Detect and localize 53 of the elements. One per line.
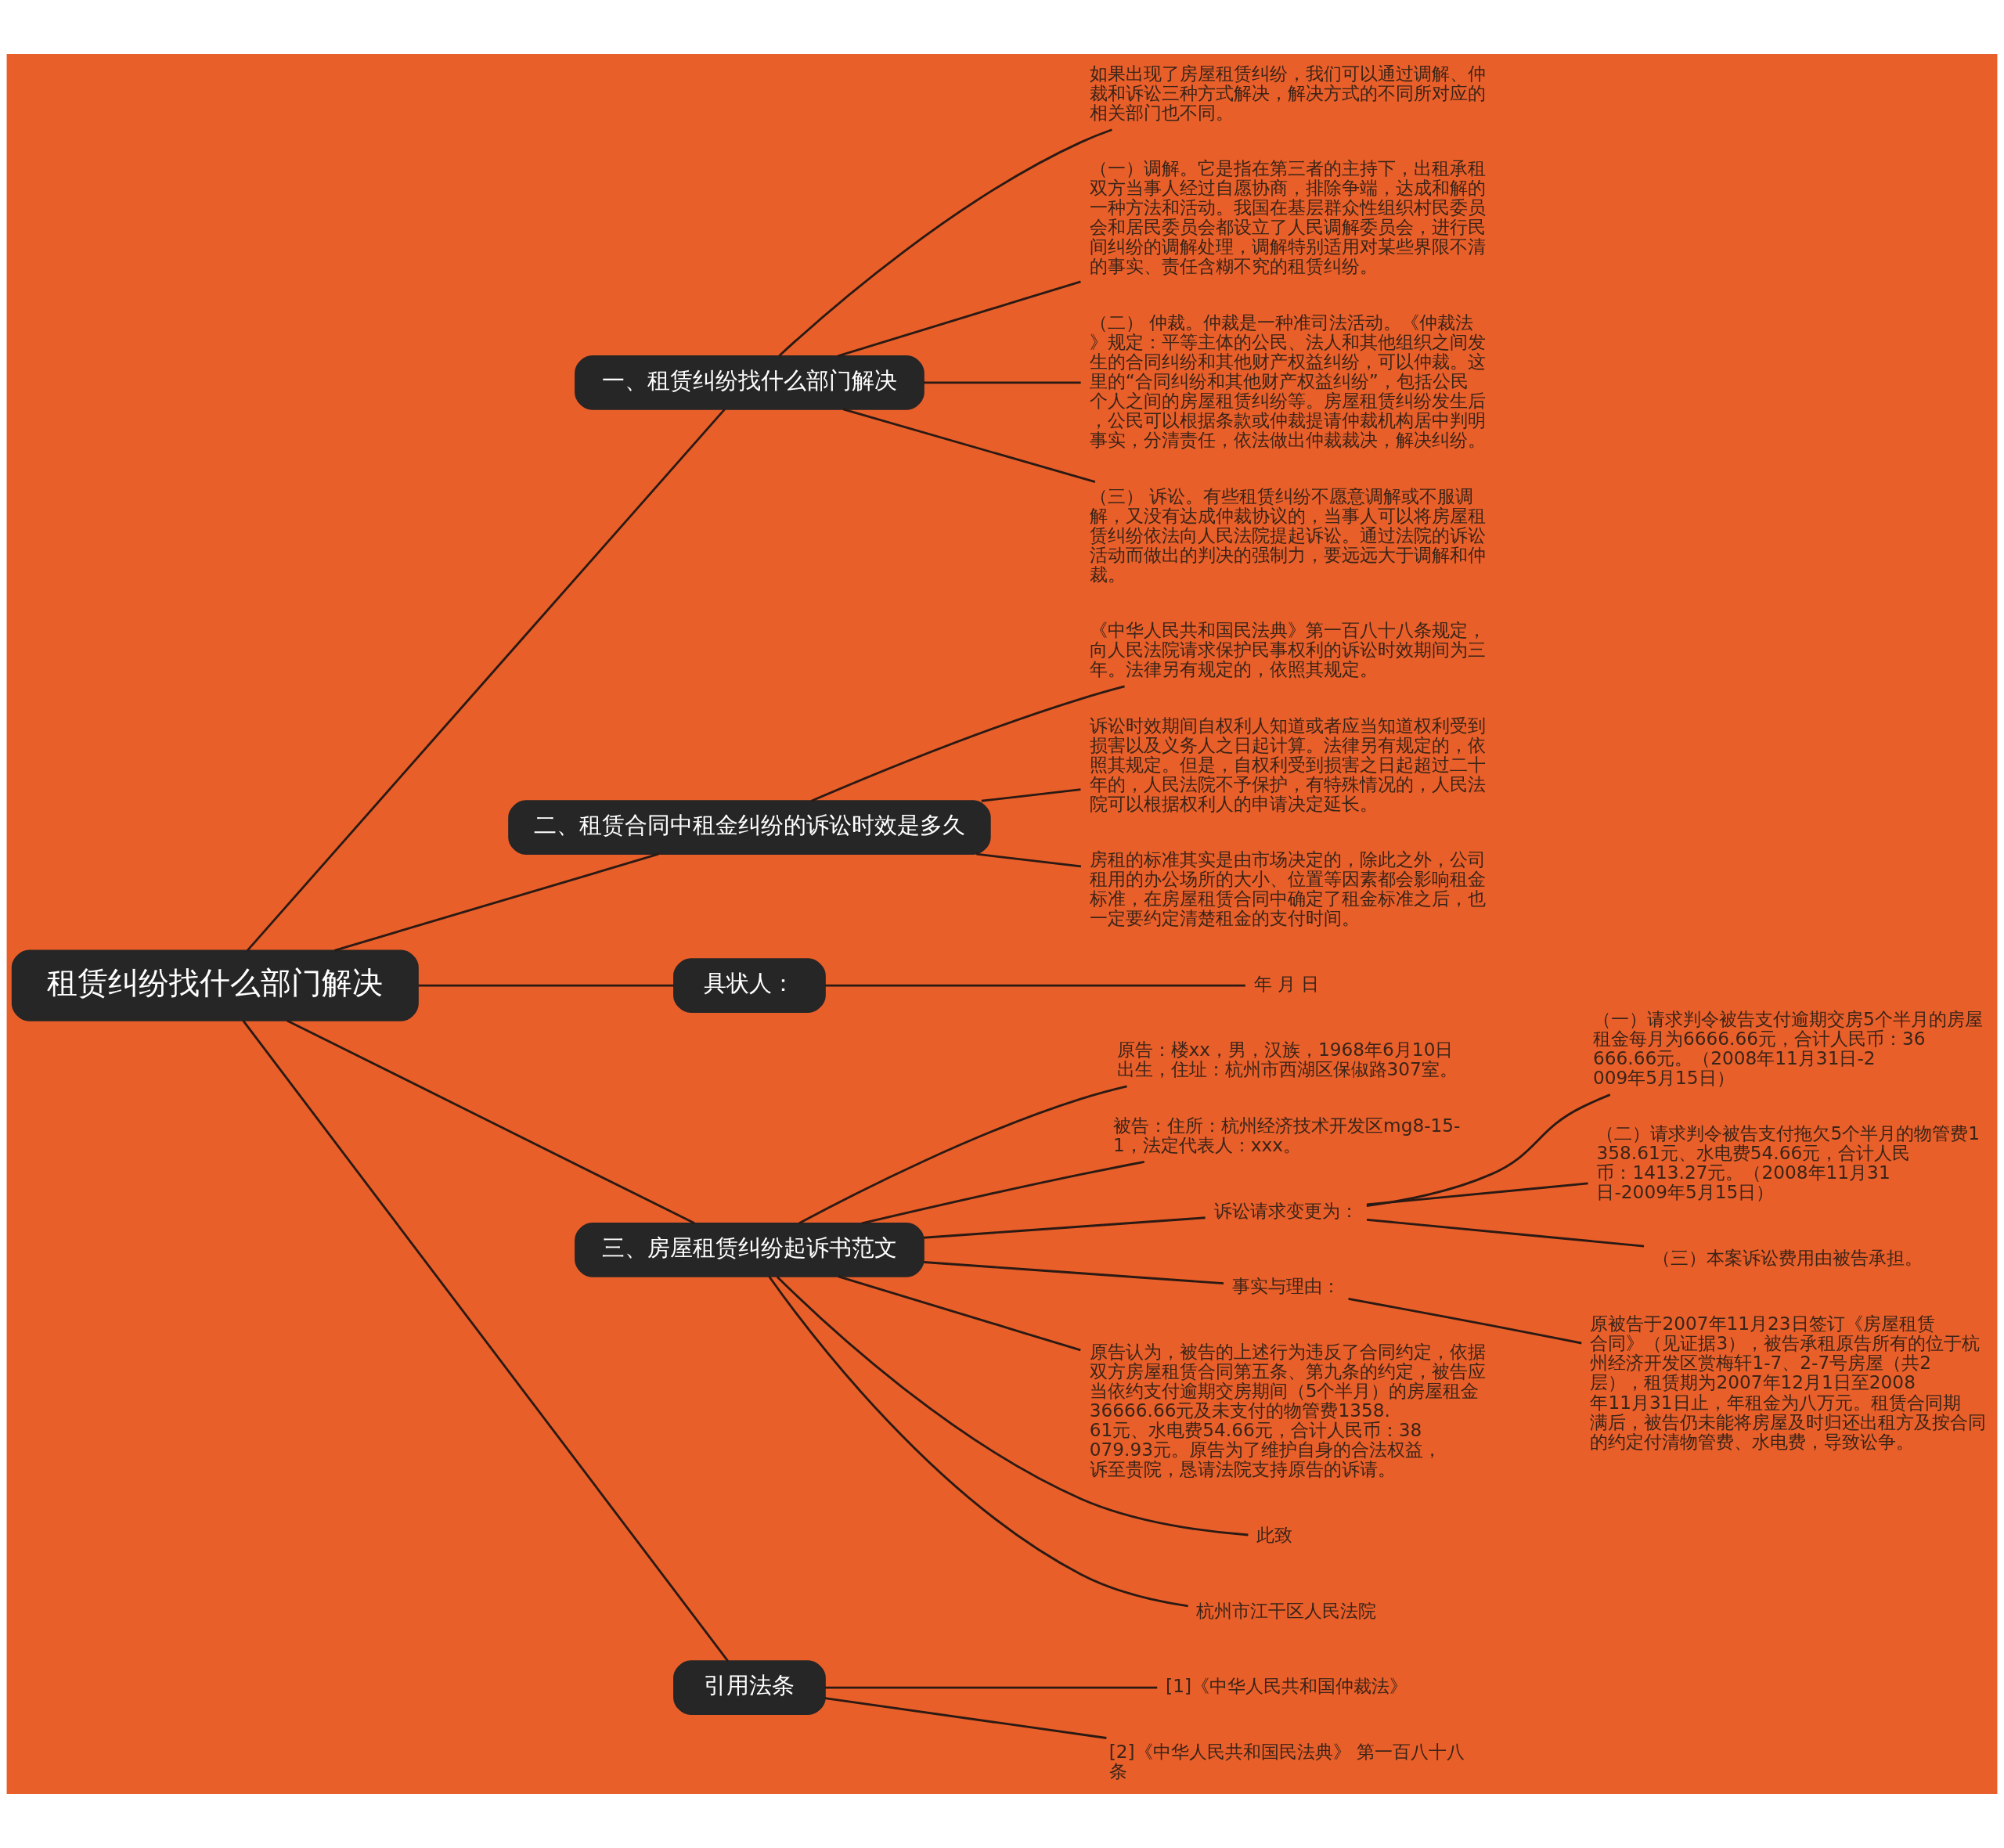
node-text: （一）请求判令被告支付逾期交房5个半月的房屋租金每月为6666.66元，合计人民币：36666.66元。（2008年11月31日-2009年5月15日） [1593,1007,1983,1088]
node-text: 房租的标准其实是由市场决定的，除此之外，公司租用的办公场所的大小、位置等因素都会影响租金标准，在房屋租赁合同中确定了租金标准之后，也一定要约定清楚租金的支付时间。 [1089,848,1486,929]
node-text: 如果出现了房屋租赁纠纷，我们可以通过调解、仲裁和诉讼三种方式解决，解决方式的不同所对应的相关部门也不同。 [1089,62,1486,123]
node-text: 被告：住所：杭州经济技术开发区mg8-15-1，法定代表人：xxx。 [1113,1114,1461,1155]
node-box: 租赁纠纷找什么部门解决 [11,949,419,1021]
node-box: 三、房屋租赁纠纷起诉书范文 [575,1223,925,1277]
node-text: （一）调解。它是指在第三者的主持下，出租承租双方当事人经过自愿协商，排除争端，达成和解的一种方法和活动。我国在基层群众性组织村民委员会和居民委员会都设立了人民调解委员会，进行民间纠纷的调解处理，调解特别适用对某些界限不清的事实、责任含糊不究的租赁纠纷。 [1089,157,1486,277]
node-box: 二、租赁合同中租金纠纷的诉讼时效是多久 [508,800,991,856]
node-text: [2]《中华人民共和国民法典》 第一百八十八条 [1108,1741,1465,1782]
node-text: 此致 [1256,1524,1293,1546]
connector [924,381,1081,384]
node-text: 原告认为，被告的上述行为违反了合同约定，依据双方房屋租赁合同第五条、第九条的约定，被告应当依约支付逾期交房期间（5个半月）的房屋租金36666.66元及未支付的物管费1358.61元、水电费54.66元，合计人民币：38079.93元。原告为了维护自身的合法权益，诉至贵院，恳请法院支持原告的诉请。 [1089,1341,1486,1480]
node-text: （三）本案诉讼费用由被告承担。 [1652,1247,1923,1269]
connector [811,685,1125,802]
node-text: [1]《中华人民共和国仲裁法》 [1166,1675,1407,1697]
node-box: 引用法条 [673,1660,826,1716]
connector [981,788,1081,802]
connector [824,1697,1107,1739]
connector [768,1276,1188,1608]
node-text: （三） 诉讼。有些租赁纠纷不愿意调解或不服调解，又没有达成仲裁协议的，当事人可以将房屋租赁纠纷依法向人民法院提起诉讼。通过法院的诉讼活动而做出的判决的强制力，要远远大于调解和仲裁。 [1089,485,1486,585]
connector [798,1085,1127,1225]
connector [246,408,726,952]
connector [287,1019,695,1225]
connector [924,1216,1206,1239]
connector [842,408,1096,484]
connector [1366,1182,1588,1206]
connector [1366,1093,1611,1207]
connector [825,1686,1158,1689]
connector [418,984,674,987]
node-text: 诉讼请求变更为： [1213,1199,1358,1221]
node-text: 事实与理由： [1231,1275,1340,1297]
node-text: 原被告于2007年11月23日签订《房屋租赁合同》（见证据3），被告承租原告所有的位于杭州经济开发区赏梅轩1-7、2-7号房屋（共2层），租赁期为2007年12月1日至2008年11月31日止，年租金为八万元。租赁合同期满后，被告仍未能将房屋及时归还出租方及按合同的约定付清物管费、水电费，导致讼争。 [1590,1313,1987,1452]
connector [1348,1297,1582,1345]
node-text: 年 月 日 [1253,973,1320,995]
connector [242,1020,729,1662]
node-box: 一、租赁纠纷找什么部门解决 [575,355,925,410]
node-text: 诉讼时效期间自权利人知道或者应当知道权利受到损害以及义务人之日起计算。法律另有规定的，依照其规定。但是，自权利受到损害之日起超过二十年的，人民法院不予保护，有特殊情况的，人民法院可以根据权利人的申请决定延长。 [1089,714,1486,814]
node-text: （二） 仲裁。仲裁是一种准司法活动。《仲裁法》规定：平等主体的公民、法人和其他组织之间发生的合同纠纷和其他财产权益纠纷，可以仲裁。这里的“合同纠纷和其他财产权益纠纷”，包括公民个人之间的房屋租赁纠纷等。房屋租赁纠纷发生后，公民可以根据条款或仲裁提请仲裁机构居中判明事实，分清责任，依法做出仲裁裁决，解决纠纷。 [1089,311,1486,451]
connector [861,1160,1144,1225]
connector [776,1276,1249,1536]
node-text: （二）请求判令被告支付拖欠5个半月的物管费1358.61元、水电费54.66元，合计人民币：1413.27元。（2008年11月31日-2009年5月15日） [1596,1122,1981,1203]
connector [976,852,1082,868]
node-text: 杭州市江干区人民法院 [1196,1599,1377,1621]
connector [333,852,659,952]
connector [778,128,1112,357]
connector [837,280,1081,358]
node-text: 原告：楼xx，男，汉族，1968年6月10日出生，住址：杭州市西湖区保俶路307室。 [1116,1039,1458,1080]
connector [1366,1218,1645,1248]
node-box: 具状人： [673,958,826,1013]
node-text: 《中华人民共和国民法典》第一百八十八条规定，向人民法院请求保护民事权利的诉讼时效期间为三年。法律另有规定的，依照其规定。 [1089,619,1486,680]
connector [825,984,1245,987]
connector [924,1261,1224,1284]
connector [838,1275,1081,1352]
